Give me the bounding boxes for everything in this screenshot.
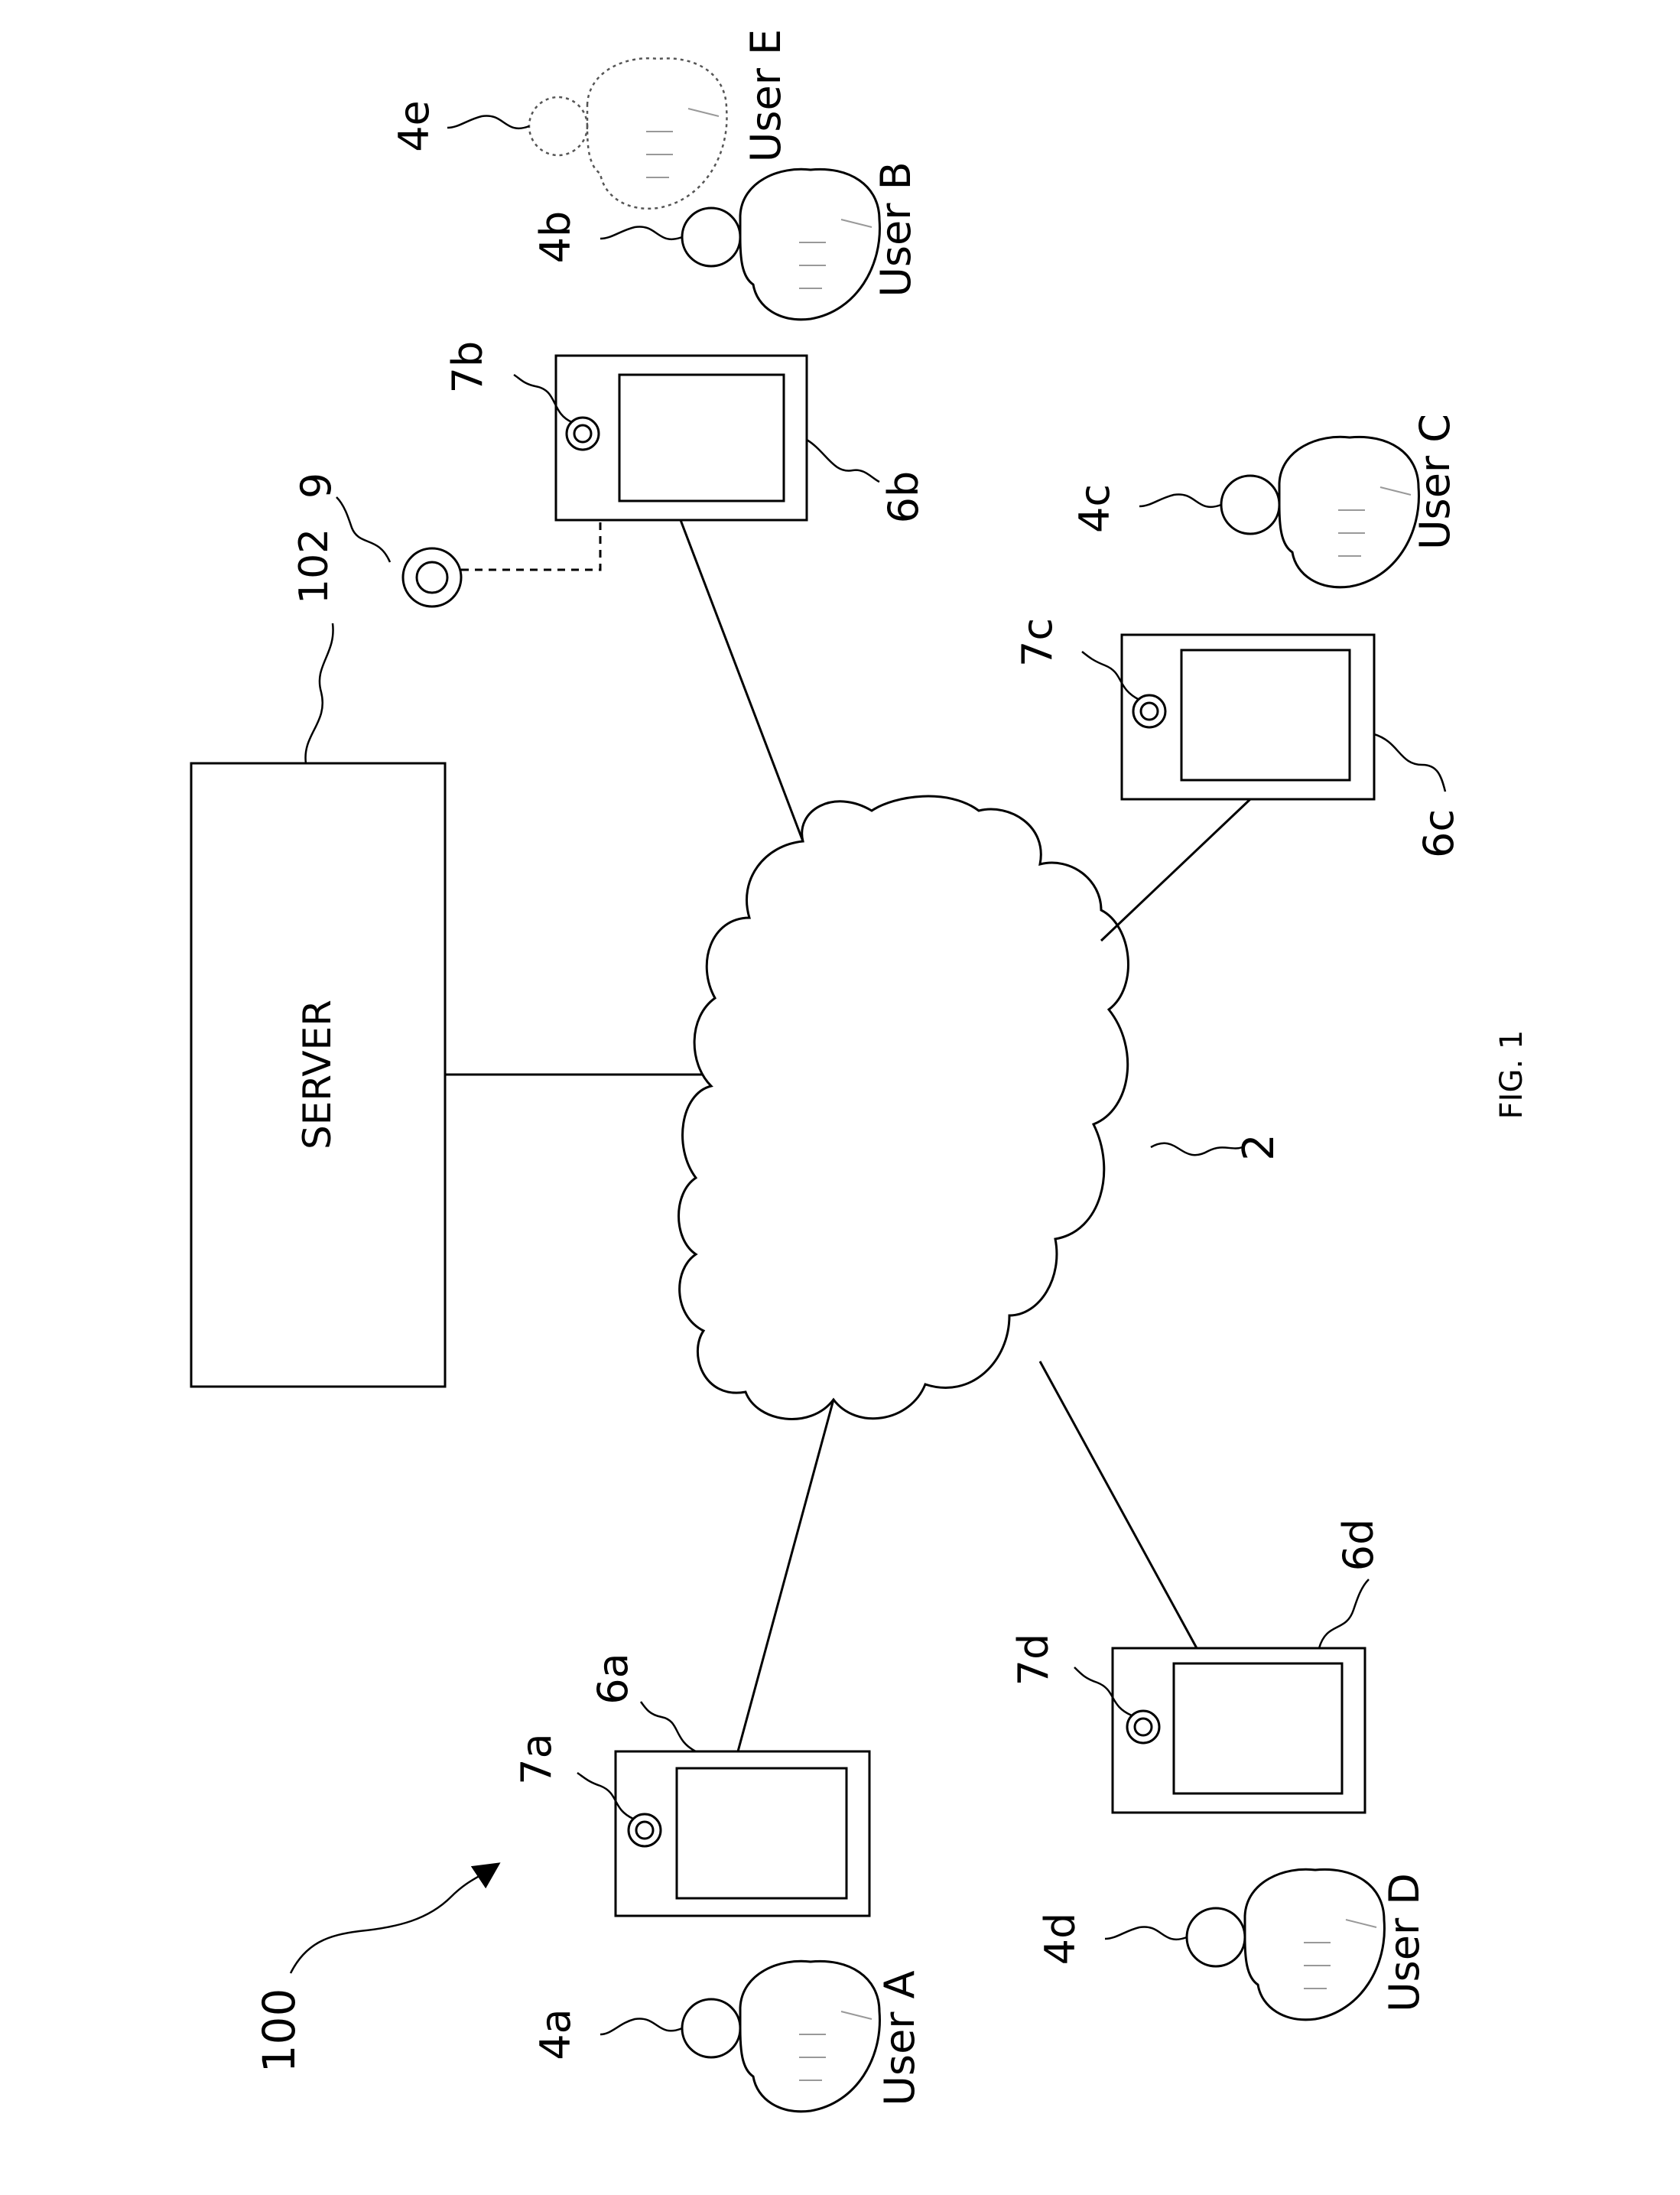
system-ref-arrow bbox=[291, 1870, 489, 1973]
network-cloud bbox=[679, 796, 1129, 1419]
camera-a-inner bbox=[636, 1822, 653, 1839]
user-a-figure bbox=[682, 1961, 879, 2112]
device-a-ref-leader bbox=[641, 1702, 696, 1751]
user-c-name: User C bbox=[1411, 414, 1459, 550]
user-a-name: User A bbox=[876, 1970, 924, 2106]
accessory-ref-leader bbox=[336, 497, 390, 562]
link-network-device-b bbox=[681, 520, 803, 841]
user-c-figure bbox=[1221, 437, 1418, 587]
device-d-screen bbox=[1174, 1663, 1342, 1793]
user-c-ref-leader bbox=[1139, 494, 1221, 506]
camera-c-inner bbox=[1141, 703, 1158, 720]
user-b-name: User B bbox=[872, 161, 920, 297]
device-b-screen bbox=[619, 375, 784, 501]
accessory-ref-label: 9 bbox=[292, 473, 340, 499]
device-d-ref-leader bbox=[1319, 1579, 1369, 1648]
user-b-ref-label: 4b bbox=[531, 211, 580, 264]
device-b-ref-label: 6b bbox=[879, 471, 928, 524]
camera-a-ref-label: 7a bbox=[512, 1733, 561, 1784]
user-a-ref-leader bbox=[600, 2018, 682, 2034]
server-ref-leader bbox=[306, 623, 333, 763]
user-b-figure bbox=[682, 169, 879, 320]
link-network-device-a bbox=[738, 1400, 834, 1751]
user-d-ref-label: 4d bbox=[1036, 1913, 1084, 1966]
device-a-ref-label: 6a bbox=[589, 1653, 637, 1704]
camera-d-ref-label: 7d bbox=[1009, 1634, 1058, 1686]
user-e-ref-label: 4e bbox=[390, 100, 438, 152]
user-e-figure bbox=[529, 58, 726, 209]
camera-c-ref-label: 7c bbox=[1013, 618, 1061, 667]
camera-d-inner bbox=[1135, 1719, 1152, 1735]
device-c-ref-leader bbox=[1374, 734, 1445, 792]
user-e-name: User E bbox=[742, 29, 790, 162]
accessory-dashed-link bbox=[461, 520, 600, 570]
server-ref-label: 102 bbox=[291, 528, 337, 604]
device-c-ref-label: 6c bbox=[1415, 809, 1463, 858]
camera-b-ref-label: 7b bbox=[444, 341, 492, 394]
user-d-ref-leader bbox=[1105, 1927, 1187, 1939]
user-c-ref-label: 4c bbox=[1071, 484, 1119, 533]
user-a-ref-label: 4a bbox=[531, 2008, 580, 2060]
accessory-inner bbox=[417, 562, 447, 593]
device-d-ref-label: 6d bbox=[1334, 1519, 1383, 1572]
camera-b-inner bbox=[574, 425, 591, 442]
user-d-name: User D bbox=[1380, 1873, 1428, 2012]
system-ref-label: 100 bbox=[253, 1989, 305, 2073]
network-ref-leader bbox=[1151, 1143, 1243, 1156]
device-c-screen bbox=[1181, 650, 1350, 780]
network-ref-label: 2 bbox=[1234, 1133, 1284, 1161]
user-d-figure bbox=[1187, 1869, 1384, 2020]
device-a-screen bbox=[677, 1768, 846, 1898]
link-network-device-d bbox=[1040, 1361, 1197, 1648]
server-label: SERVER bbox=[295, 1000, 340, 1150]
link-network-device-c bbox=[1101, 799, 1250, 941]
user-e-ref-leader bbox=[447, 115, 529, 128]
user-b-ref-leader bbox=[600, 226, 682, 239]
figure-caption: FIG. 1 bbox=[1494, 1030, 1529, 1120]
device-b-ref-leader bbox=[807, 440, 879, 482]
